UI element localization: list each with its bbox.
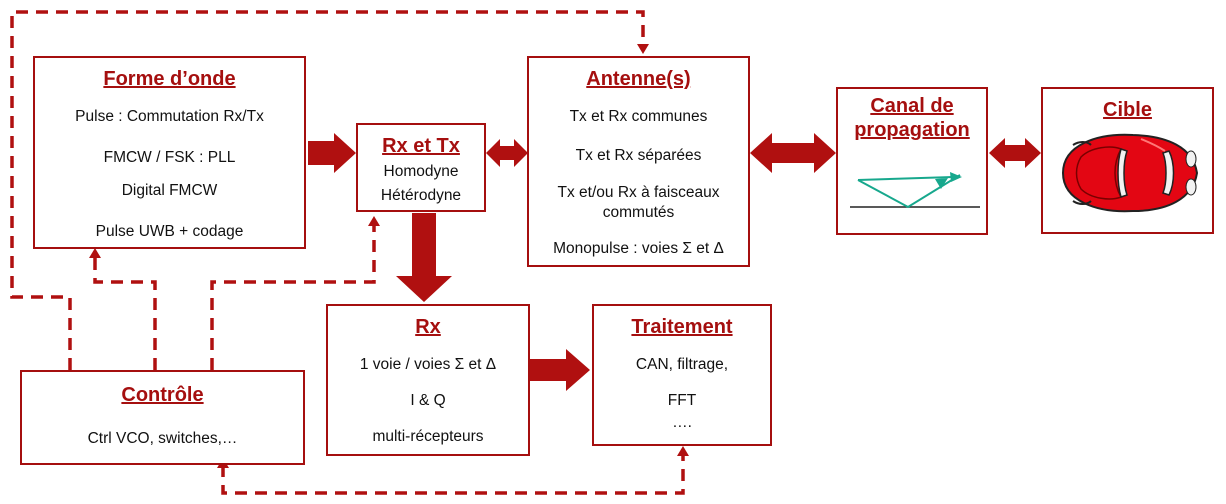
forme-onde-block: Forme d’onde Pulse : Commutation Rx/Tx F… (33, 56, 306, 249)
forme-onde-line-1: Pulse : Commutation Rx/Tx (75, 108, 264, 125)
rx-tx-title: Rx et Tx (382, 135, 460, 157)
arrow-rx-to-traitement (530, 349, 590, 391)
rx-tx-line-1: Homodyne (383, 163, 459, 180)
controle-title: Contrôle (121, 384, 204, 406)
traitement-line-2: FFT (667, 392, 697, 409)
antenne-line-4: commutés (602, 204, 675, 221)
forme-onde-line-4: Pulse UWB + codage (95, 223, 244, 240)
canal-title-line-2: propagation (854, 119, 970, 141)
cible-block: Cible (1041, 87, 1214, 234)
antenne-title: Antenne(s) (586, 68, 691, 90)
arrowhead-traitement (677, 446, 689, 456)
arrowhead-forme (89, 248, 101, 258)
traitement-title: Traitement (631, 316, 733, 338)
arrow-rxtx-to-rx (396, 213, 452, 302)
dashed-loop-controle-to-antenne (10, 10, 645, 370)
canal-propagation-block: Canal de propagation (836, 87, 988, 235)
forme-onde-title: Forme d’onde (103, 68, 236, 90)
arrow-antenne-canal-bidirectional (750, 133, 836, 173)
rx-line-3: multi-récepteurs (372, 428, 484, 445)
traitement-line-3: …. (672, 414, 692, 431)
traitement-block: Traitement CAN, filtrage, FFT …. (592, 304, 772, 446)
rx-line-1: 1 voie / voies Σ et Δ (359, 356, 497, 373)
dashed-controle-to-forme (93, 256, 157, 370)
arrow-rxtx-antenne-bidirectional (486, 139, 528, 167)
controle-line-1: Ctrl VCO, switches,… (87, 430, 238, 447)
rx-tx-block: Rx et Tx Homodyne Hétérodyne (356, 123, 486, 212)
traitement-line-1: CAN, filtrage, (635, 356, 729, 373)
rx-line-2: I & Q (410, 392, 446, 409)
arrowhead-rxtx (368, 216, 380, 226)
antenne-line-5: Monopulse : voies Σ et Δ (553, 240, 724, 257)
car-icon (1061, 133, 1199, 213)
arrow-canal-cible-bidirectional (989, 138, 1041, 168)
forme-onde-line-3: Digital FMCW (121, 182, 218, 199)
arrow-forme-to-rxtx (308, 133, 356, 173)
rx-title: Rx (415, 316, 441, 338)
forme-onde-line-2: FMCW / FSK : PLL (103, 149, 236, 166)
antenne-line-2: Tx et Rx séparées (575, 147, 702, 164)
controle-block: Contrôle Ctrl VCO, switches,… (20, 370, 305, 465)
arrowhead-antenne (637, 44, 649, 54)
antenne-line-3: Tx et/ou Rx à faisceaux (557, 184, 720, 201)
dashed-controle-traitement-link (221, 455, 685, 495)
dashed-controle-to-rxtx (210, 225, 376, 370)
antenne-line-1: Tx et Rx communes (569, 108, 708, 125)
cible-title: Cible (1103, 99, 1152, 121)
propagation-path-icon (850, 172, 980, 209)
antenne-block: Antenne(s) Tx et Rx communes Tx et Rx sé… (527, 56, 750, 267)
rx-tx-line-2: Hétérodyne (380, 187, 462, 204)
rx-block: Rx 1 voie / voies Σ et Δ I & Q multi-réc… (326, 304, 530, 456)
canal-title-line-1: Canal de (870, 95, 954, 117)
